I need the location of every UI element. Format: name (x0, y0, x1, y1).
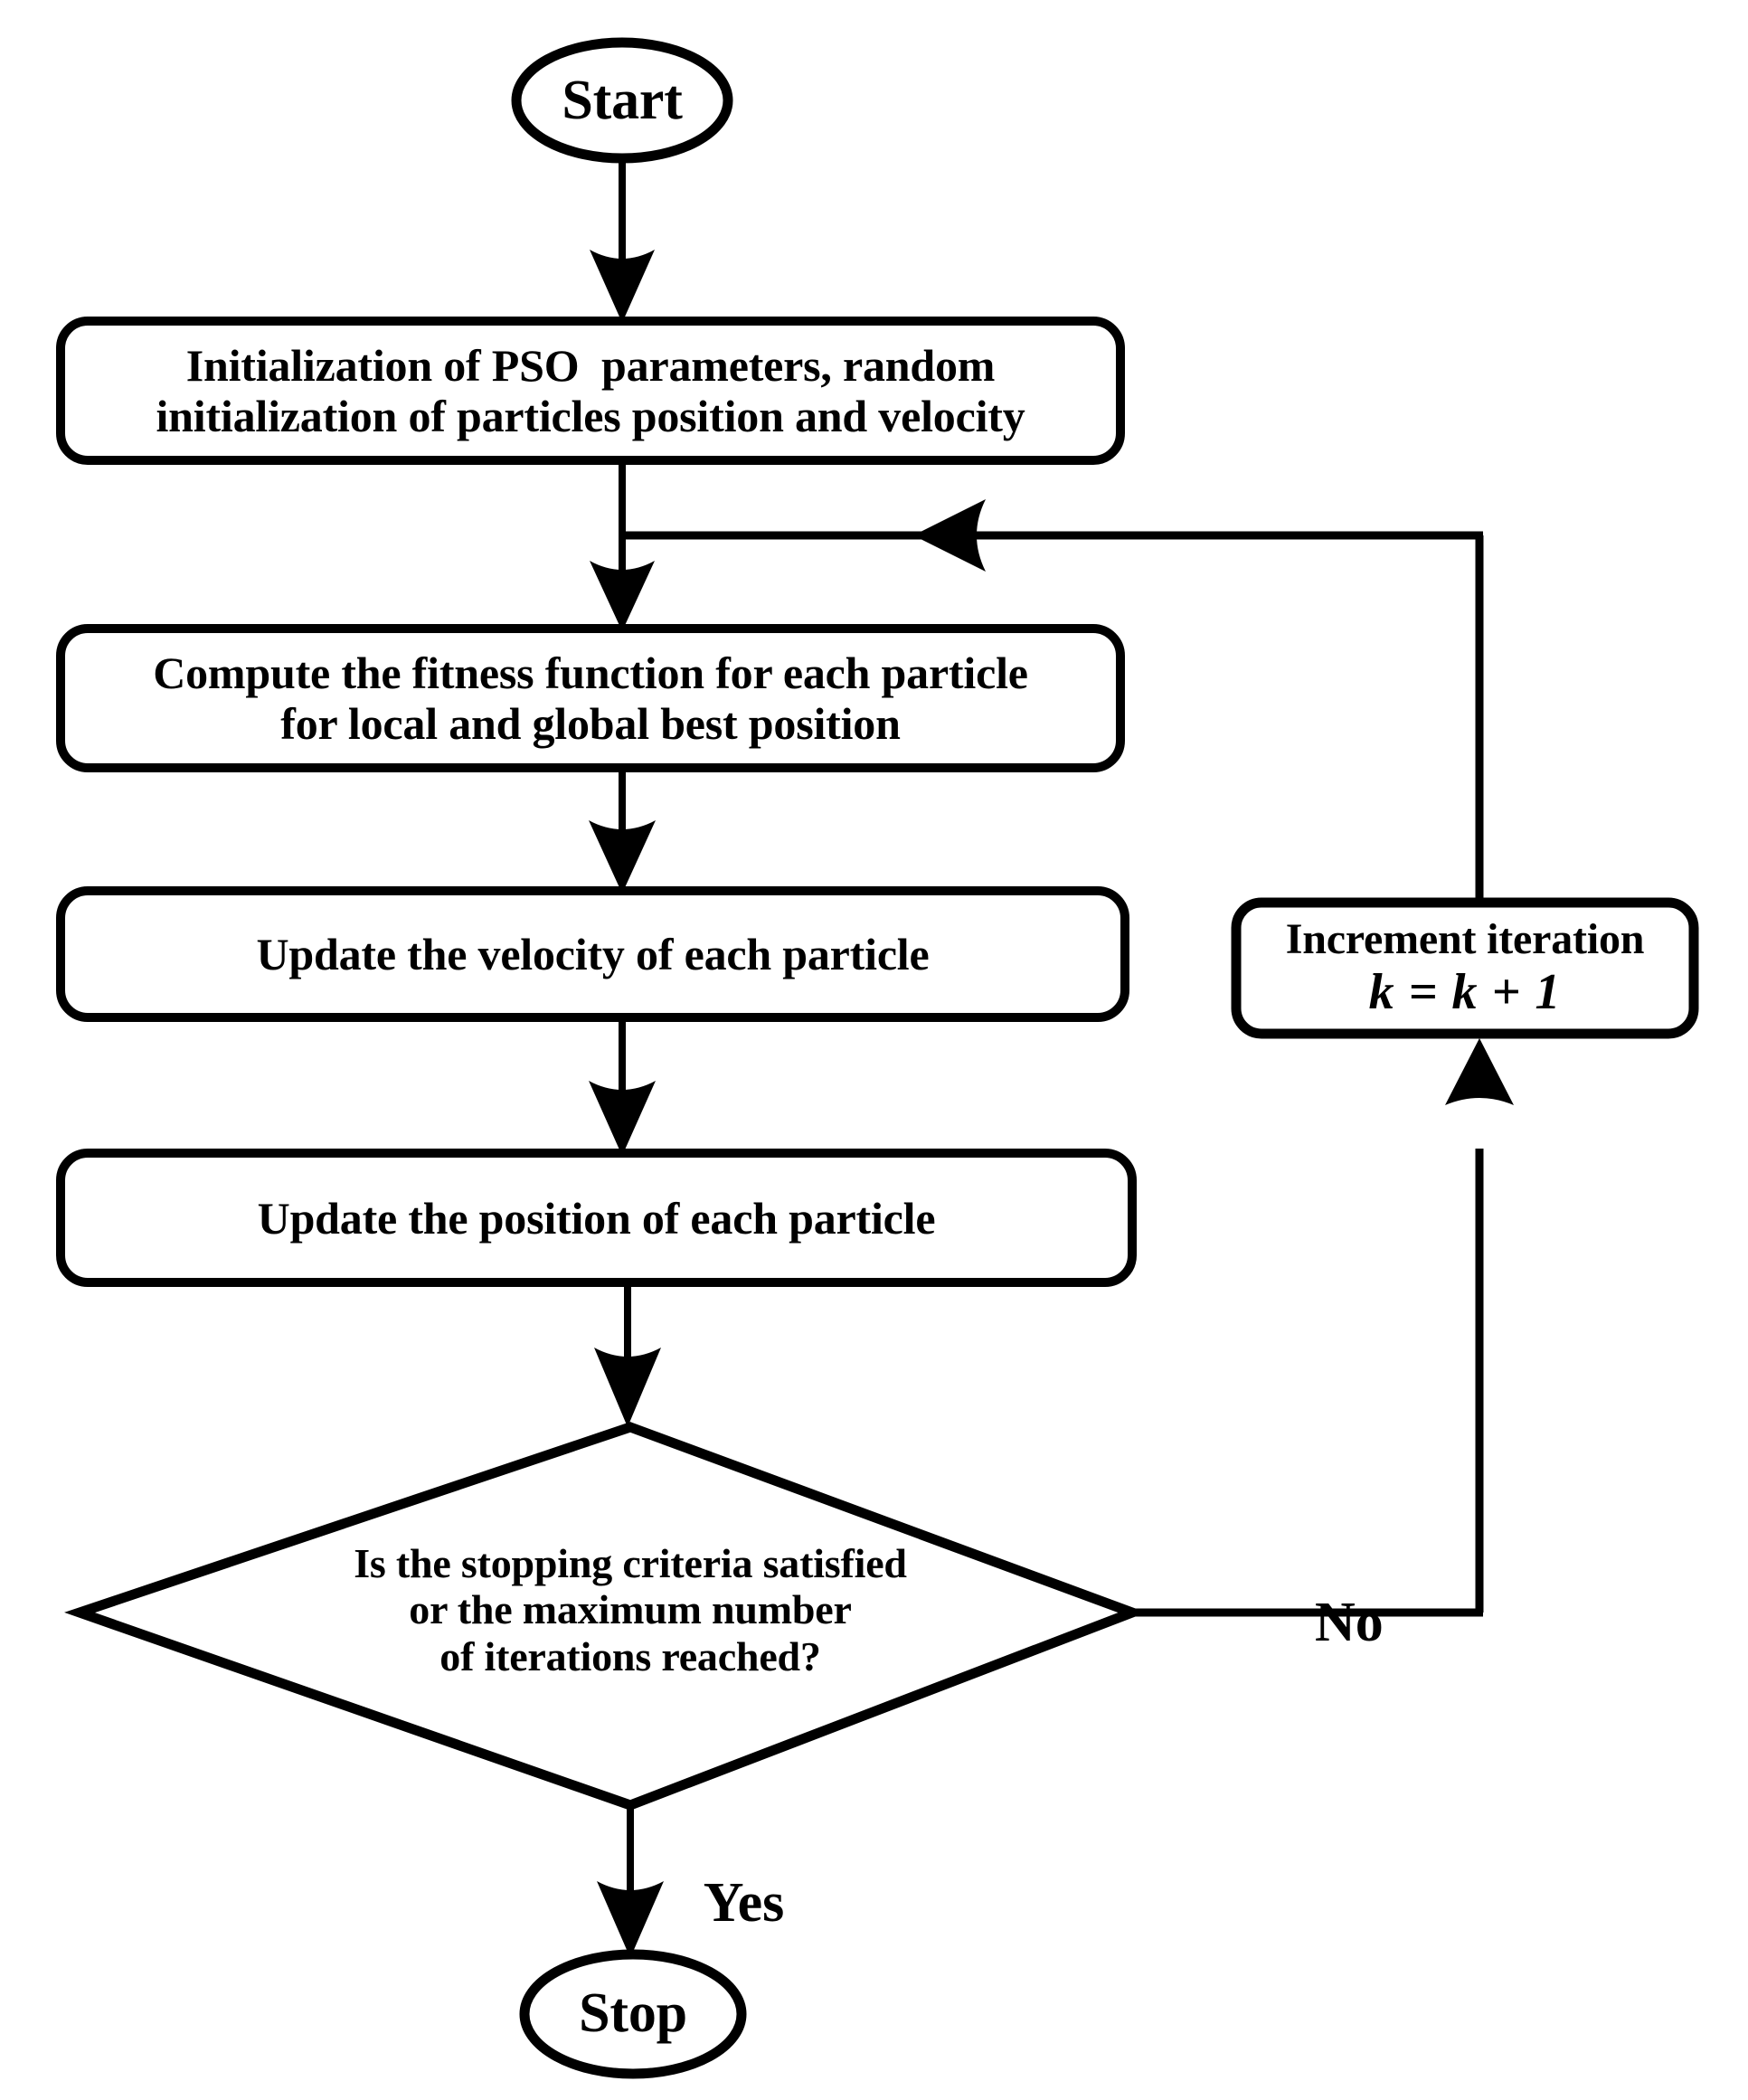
no-label-text: No (1315, 1592, 1384, 1653)
node-shape-decision[interactable] (64, 1422, 1147, 1811)
arrowhead-loopback-left (913, 499, 986, 572)
arrowhead-position-to-decision (594, 1348, 661, 1427)
node-shape-update-velocity[interactable] (56, 886, 1129, 1022)
arrowhead-velocity-to-position (589, 1081, 656, 1156)
edge-label-yes: Yes (649, 1807, 785, 2000)
node-shape-compute-fitness[interactable] (56, 624, 1125, 772)
node-shape-update-position[interactable] (56, 1149, 1137, 1287)
node-shape-increment[interactable] (1231, 897, 1699, 1039)
arrowhead-compute-to-velocity (589, 820, 656, 894)
arrowhead-no-into-increment (1445, 1038, 1514, 1105)
node-shape-initialize[interactable] (56, 317, 1125, 465)
edge-label-no: No (1259, 1527, 1384, 1719)
arrowhead-yes-to-stop (597, 1881, 664, 1958)
node-shape-stop[interactable] (519, 1949, 747, 2079)
arrowhead-initialize-to-compute (590, 561, 655, 631)
node-shape-start[interactable] (511, 37, 733, 164)
arrowhead-start-to-initialize (590, 250, 655, 323)
yes-label-text: Yes (703, 1872, 785, 1934)
